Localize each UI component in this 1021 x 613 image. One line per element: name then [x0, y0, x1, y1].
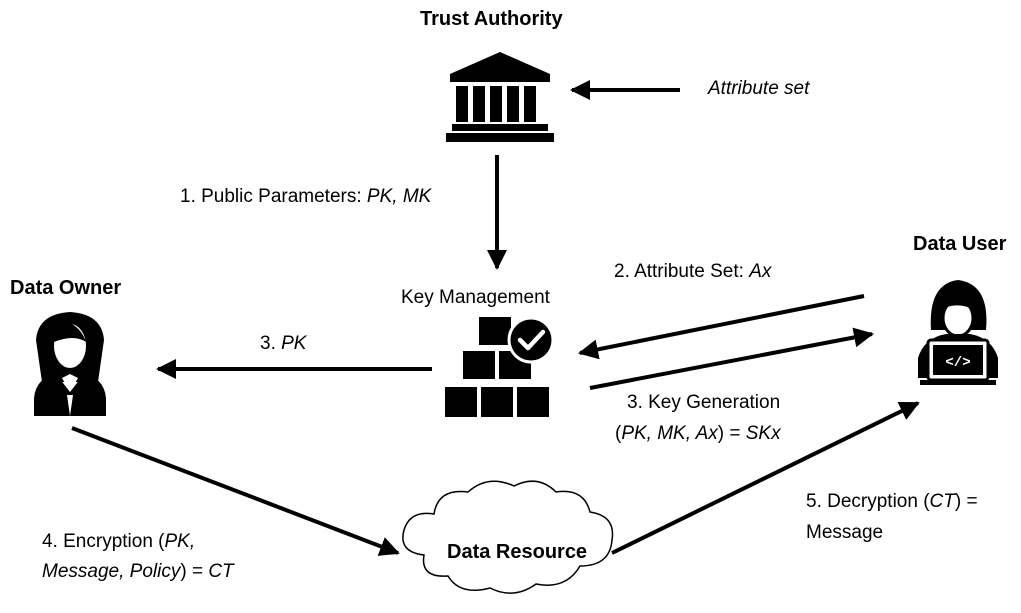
developer-with-laptop-icon: </> — [918, 280, 998, 385]
boxes-with-checkmark-icon — [443, 315, 555, 419]
attribute-set-ax-label: 2. Attribute Set: Ax — [614, 260, 771, 284]
trust-authority-label: Trust Authority — [420, 8, 563, 30]
public-parameters-keys: PK, MK — [366, 186, 432, 207]
encryption-prefix: 4. Encryption ( — [42, 531, 165, 552]
encryption-line1: 4. Encryption (PK, — [42, 530, 195, 554]
key-generation-eq: ) = — [717, 423, 746, 444]
arrow-data-resource-to-user — [611, 401, 920, 555]
key-generation-open: ( — [615, 423, 622, 444]
pk-to-owner-prefix: 3. — [260, 333, 282, 354]
key-generation-line2: (PK, MK, Ax) = SKx — [615, 422, 781, 446]
cloud-icon — [402, 480, 614, 594]
arrow-user-to-key-management — [578, 294, 865, 360]
encryption-line2: Message, Policy) = CT — [42, 560, 234, 584]
key-generation-line1: 3. Key Generation — [627, 392, 781, 413]
data-owner-label: Data Owner — [10, 277, 122, 299]
attribute-set-ax-prefix: 2. Attribute Set: — [614, 261, 750, 282]
data-resource-label: Data Resource — [447, 541, 588, 563]
attribute-set-input-label: Attribute set — [708, 78, 810, 99]
woman-user-icon — [34, 312, 106, 416]
encryption-args: Message, Policy — [42, 561, 181, 582]
decryption-prefix: 5. Decryption ( — [806, 491, 930, 512]
svg-text:</>: </> — [945, 355, 970, 371]
decryption-ct: CT — [929, 491, 955, 512]
encryption-result: CT — [208, 561, 234, 582]
attribute-set-ax-value: Ax — [749, 261, 772, 282]
key-generation-args: PK, MK, Ax — [621, 423, 718, 444]
key-management-label: Key Management — [401, 287, 550, 308]
encryption-pk: PK, — [164, 531, 196, 552]
decryption-line1: 5. Decryption (CT) = — [806, 490, 978, 514]
data-user-label: Data User — [913, 233, 1007, 255]
key-generation-result: SKx — [745, 423, 781, 444]
decryption-line2: Message — [806, 522, 884, 543]
bank-building-icon — [446, 52, 554, 142]
public-parameters-prefix: 1. Public Parameters: — [180, 186, 367, 207]
pk-to-owner-key: PK — [281, 333, 307, 354]
encryption-eq: ) = — [180, 561, 209, 582]
arrow-key-management-to-user — [589, 327, 874, 390]
pk-to-owner-label: 3. PK — [260, 332, 306, 356]
arrow-owner-to-data-resource — [71, 426, 400, 556]
decryption-suffix: ) = — [954, 491, 978, 512]
public-parameters-label: 1. Public Parameters: PK, MK — [180, 185, 431, 209]
